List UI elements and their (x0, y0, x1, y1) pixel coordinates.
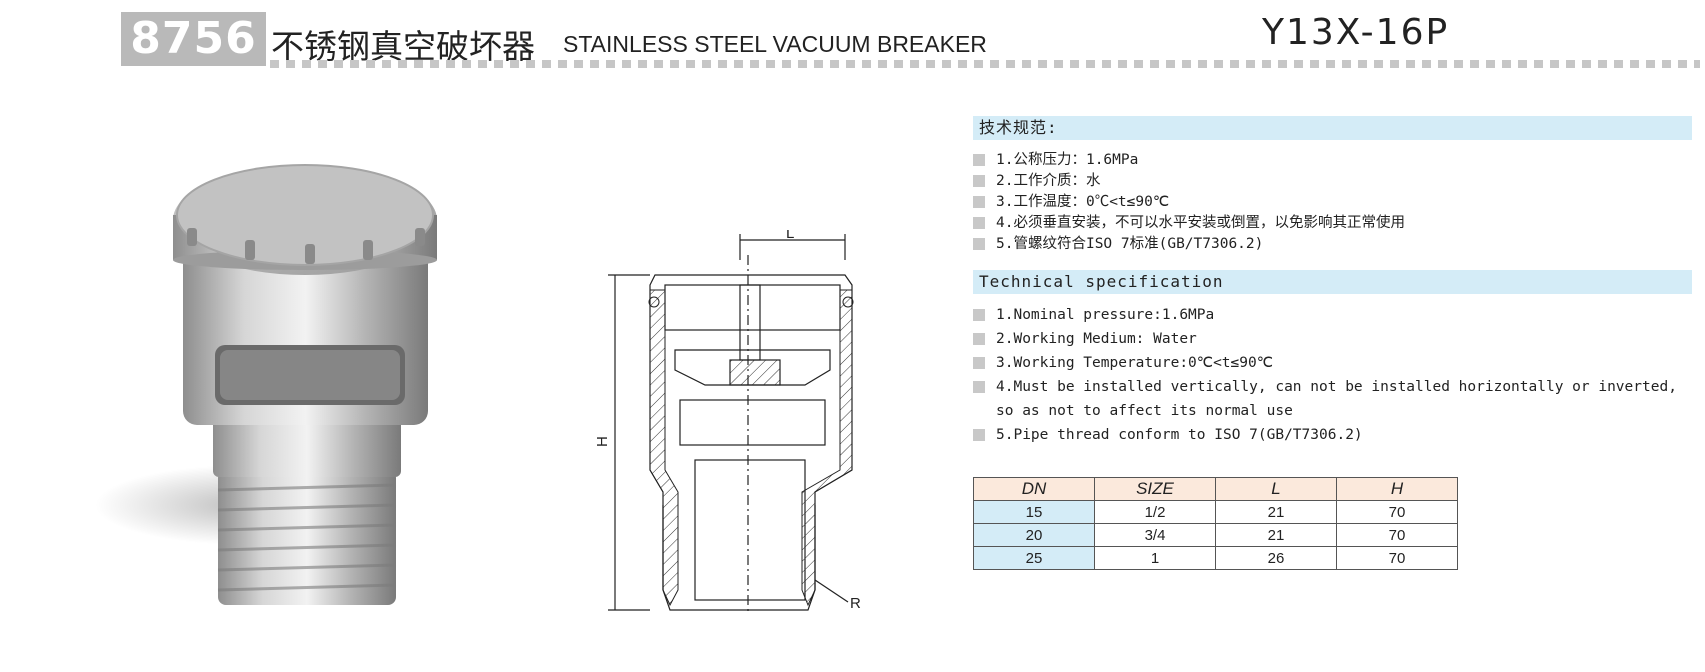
list-item: 3.Working Temperature:0℃<t≤90℃ (973, 351, 1677, 375)
bullet-square-icon (973, 429, 985, 441)
list-item: 1.公称压力：1.6MPa (973, 150, 1405, 171)
cell-h: 70 (1336, 500, 1458, 524)
bullet-square-icon (973, 381, 985, 393)
cell-l: 26 (1215, 546, 1337, 570)
drawing-label-l: L (786, 230, 794, 242)
table-header-row: DN SIZE L H (973, 477, 1458, 501)
bullet-square-icon (973, 217, 985, 229)
table-row: 15 1/2 21 70 (973, 500, 1458, 524)
list-item: 2.Working Medium: Water (973, 327, 1677, 351)
list-item: 4.Must be installed vertically, can not … (973, 375, 1677, 423)
column-header-l: L (1215, 477, 1337, 501)
cell-dn: 25 (973, 546, 1095, 570)
bullet-square-icon (973, 238, 985, 250)
model-number: Y13X-16P (1262, 12, 1450, 53)
product-photo (95, 164, 437, 605)
list-item: 4.必须垂直安装，不可以水平安装或倒置，以免影响其正常使用 (973, 213, 1405, 234)
cell-dn: 20 (973, 523, 1095, 547)
cell-size: 3/4 (1094, 523, 1216, 547)
bullet-square-icon (973, 333, 985, 345)
spec-list-en: 1.Nominal pressure:1.6MPa 2.Working Medi… (973, 303, 1677, 447)
column-header-size: SIZE (1094, 477, 1216, 501)
table-row: 20 3/4 21 70 (973, 523, 1458, 547)
spec-heading-cn: 技术规范: (973, 116, 1692, 140)
table-row: 25 1 26 70 (973, 546, 1458, 570)
list-item: 5.Pipe thread conform to ISO 7(GB/T7306.… (973, 423, 1677, 447)
size-table: DN SIZE L H 15 1/2 21 70 20 3/4 21 70 25… (973, 477, 1458, 570)
spec-list-cn: 1.公称压力：1.6MPa 2.工作介质：水 3.工作温度：0℃<t≤90℃ 4… (973, 150, 1405, 255)
technical-drawing: L H R (594, 230, 861, 615)
column-header-h: H (1336, 477, 1458, 501)
product-title-en: STAINLESS STEEL VACUUM BREAKER (563, 31, 987, 57)
cell-size: 1 (1094, 546, 1216, 570)
product-title-cn: 不锈钢真空破坏器 (271, 27, 535, 66)
cell-dn: 15 (973, 500, 1095, 524)
drawing-label-r: R (850, 595, 861, 612)
list-item: 3.工作温度：0℃<t≤90℃ (973, 192, 1405, 213)
product-code: 8756 (121, 12, 266, 66)
bullet-square-icon (973, 357, 985, 369)
cell-l: 21 (1215, 523, 1337, 547)
bullet-square-icon (973, 309, 985, 321)
header-dotted-divider (270, 60, 1700, 68)
cell-size: 1/2 (1094, 500, 1216, 524)
list-item: 2.工作介质：水 (973, 171, 1405, 192)
spec-heading-en: Technical specification (973, 270, 1692, 294)
drawing-label-h: H (594, 436, 611, 447)
list-item: 5.管螺纹符合ISO 7标准(GB/T7306.2) (973, 234, 1405, 255)
bullet-square-icon (973, 175, 985, 187)
cell-h: 70 (1336, 523, 1458, 547)
bullet-square-icon (973, 154, 985, 166)
cell-h: 70 (1336, 546, 1458, 570)
list-item: 1.Nominal pressure:1.6MPa (973, 303, 1677, 327)
column-header-dn: DN (973, 477, 1095, 501)
bullet-square-icon (973, 196, 985, 208)
cell-l: 21 (1215, 500, 1337, 524)
